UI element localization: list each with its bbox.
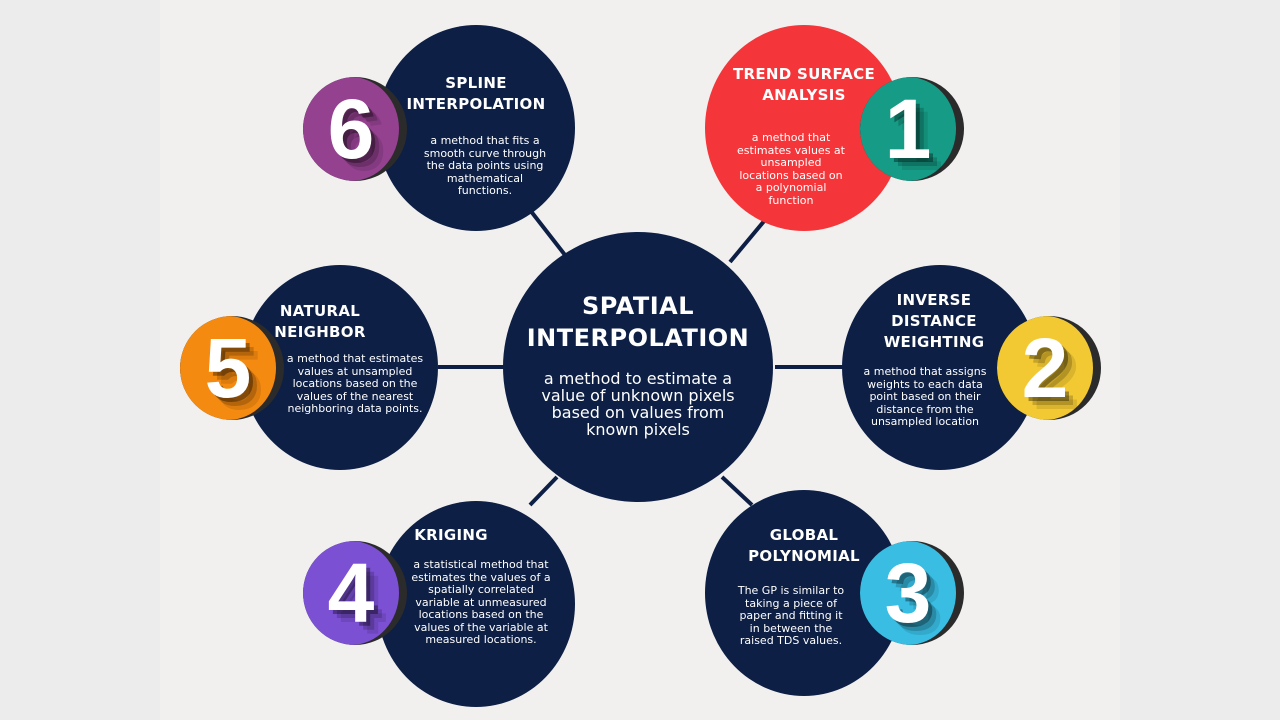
badge-number: 4 xyxy=(327,545,375,640)
node-description: a statistical method that estimates the … xyxy=(411,558,551,646)
connector-1 xyxy=(728,218,767,264)
node-trend-surface-analysis: TREND SURFACE ANALYSIS a method that est… xyxy=(705,25,903,231)
badge-number: 5 xyxy=(204,320,252,415)
node-description: The GP is similar to taking a piece of p… xyxy=(737,584,845,647)
node-title: SPLINE INTERPOLATION xyxy=(406,74,546,113)
center-description: a method to estimate a value of unknown … xyxy=(541,369,735,439)
badge-fill xyxy=(997,316,1093,420)
badge-number: 1 xyxy=(884,81,932,176)
node-title: INVERSE DISTANCE WEIGHTING xyxy=(883,291,985,351)
badge-number: 2 xyxy=(1021,320,1069,415)
connector-4 xyxy=(528,475,559,507)
right-border xyxy=(1120,0,1280,720)
node-spline-interpolation: SPLINE INTERPOLATION a method that fits … xyxy=(377,25,575,231)
node-title: TREND SURFACE ANALYSIS xyxy=(732,65,876,104)
node-kriging: KRIGING a statistical method that estima… xyxy=(377,501,575,707)
badge-number: 3 xyxy=(884,545,932,640)
badge-fill xyxy=(860,541,956,645)
badge-fill xyxy=(303,77,399,181)
badge-number: 6 xyxy=(327,81,375,176)
center-circle: SPATIAL INTERPOLATION a method to estima… xyxy=(503,232,773,502)
number-badge-5: 5 xyxy=(180,316,284,420)
node-description: a method that estimates values at unsamp… xyxy=(286,352,424,415)
badge-fill xyxy=(860,77,956,181)
badge-fill xyxy=(180,316,276,420)
number-badge-6: 6 xyxy=(303,77,407,181)
connector-3 xyxy=(720,475,754,507)
center-title: SPATIAL INTERPOLATION xyxy=(526,292,750,352)
number-badge-3: 3 xyxy=(860,541,964,645)
node-title: GLOBAL POLYNOMIAL xyxy=(748,526,860,565)
node-description: a method that assigns weights to each da… xyxy=(863,365,987,428)
number-badge-4: 4 xyxy=(303,541,407,645)
node-title: NATURAL NEIGHBOR xyxy=(274,302,366,341)
left-border xyxy=(0,0,160,720)
badge-fill xyxy=(303,541,399,645)
connector-6 xyxy=(528,208,567,257)
number-badge-2: 2 xyxy=(997,316,1101,420)
node-title: KRIGING xyxy=(414,526,488,544)
node-description: a method that estimates values at unsamp… xyxy=(737,131,845,207)
node-description: a method that fits a smooth curve throug… xyxy=(423,134,547,197)
number-badge-1: 1 xyxy=(860,77,964,181)
